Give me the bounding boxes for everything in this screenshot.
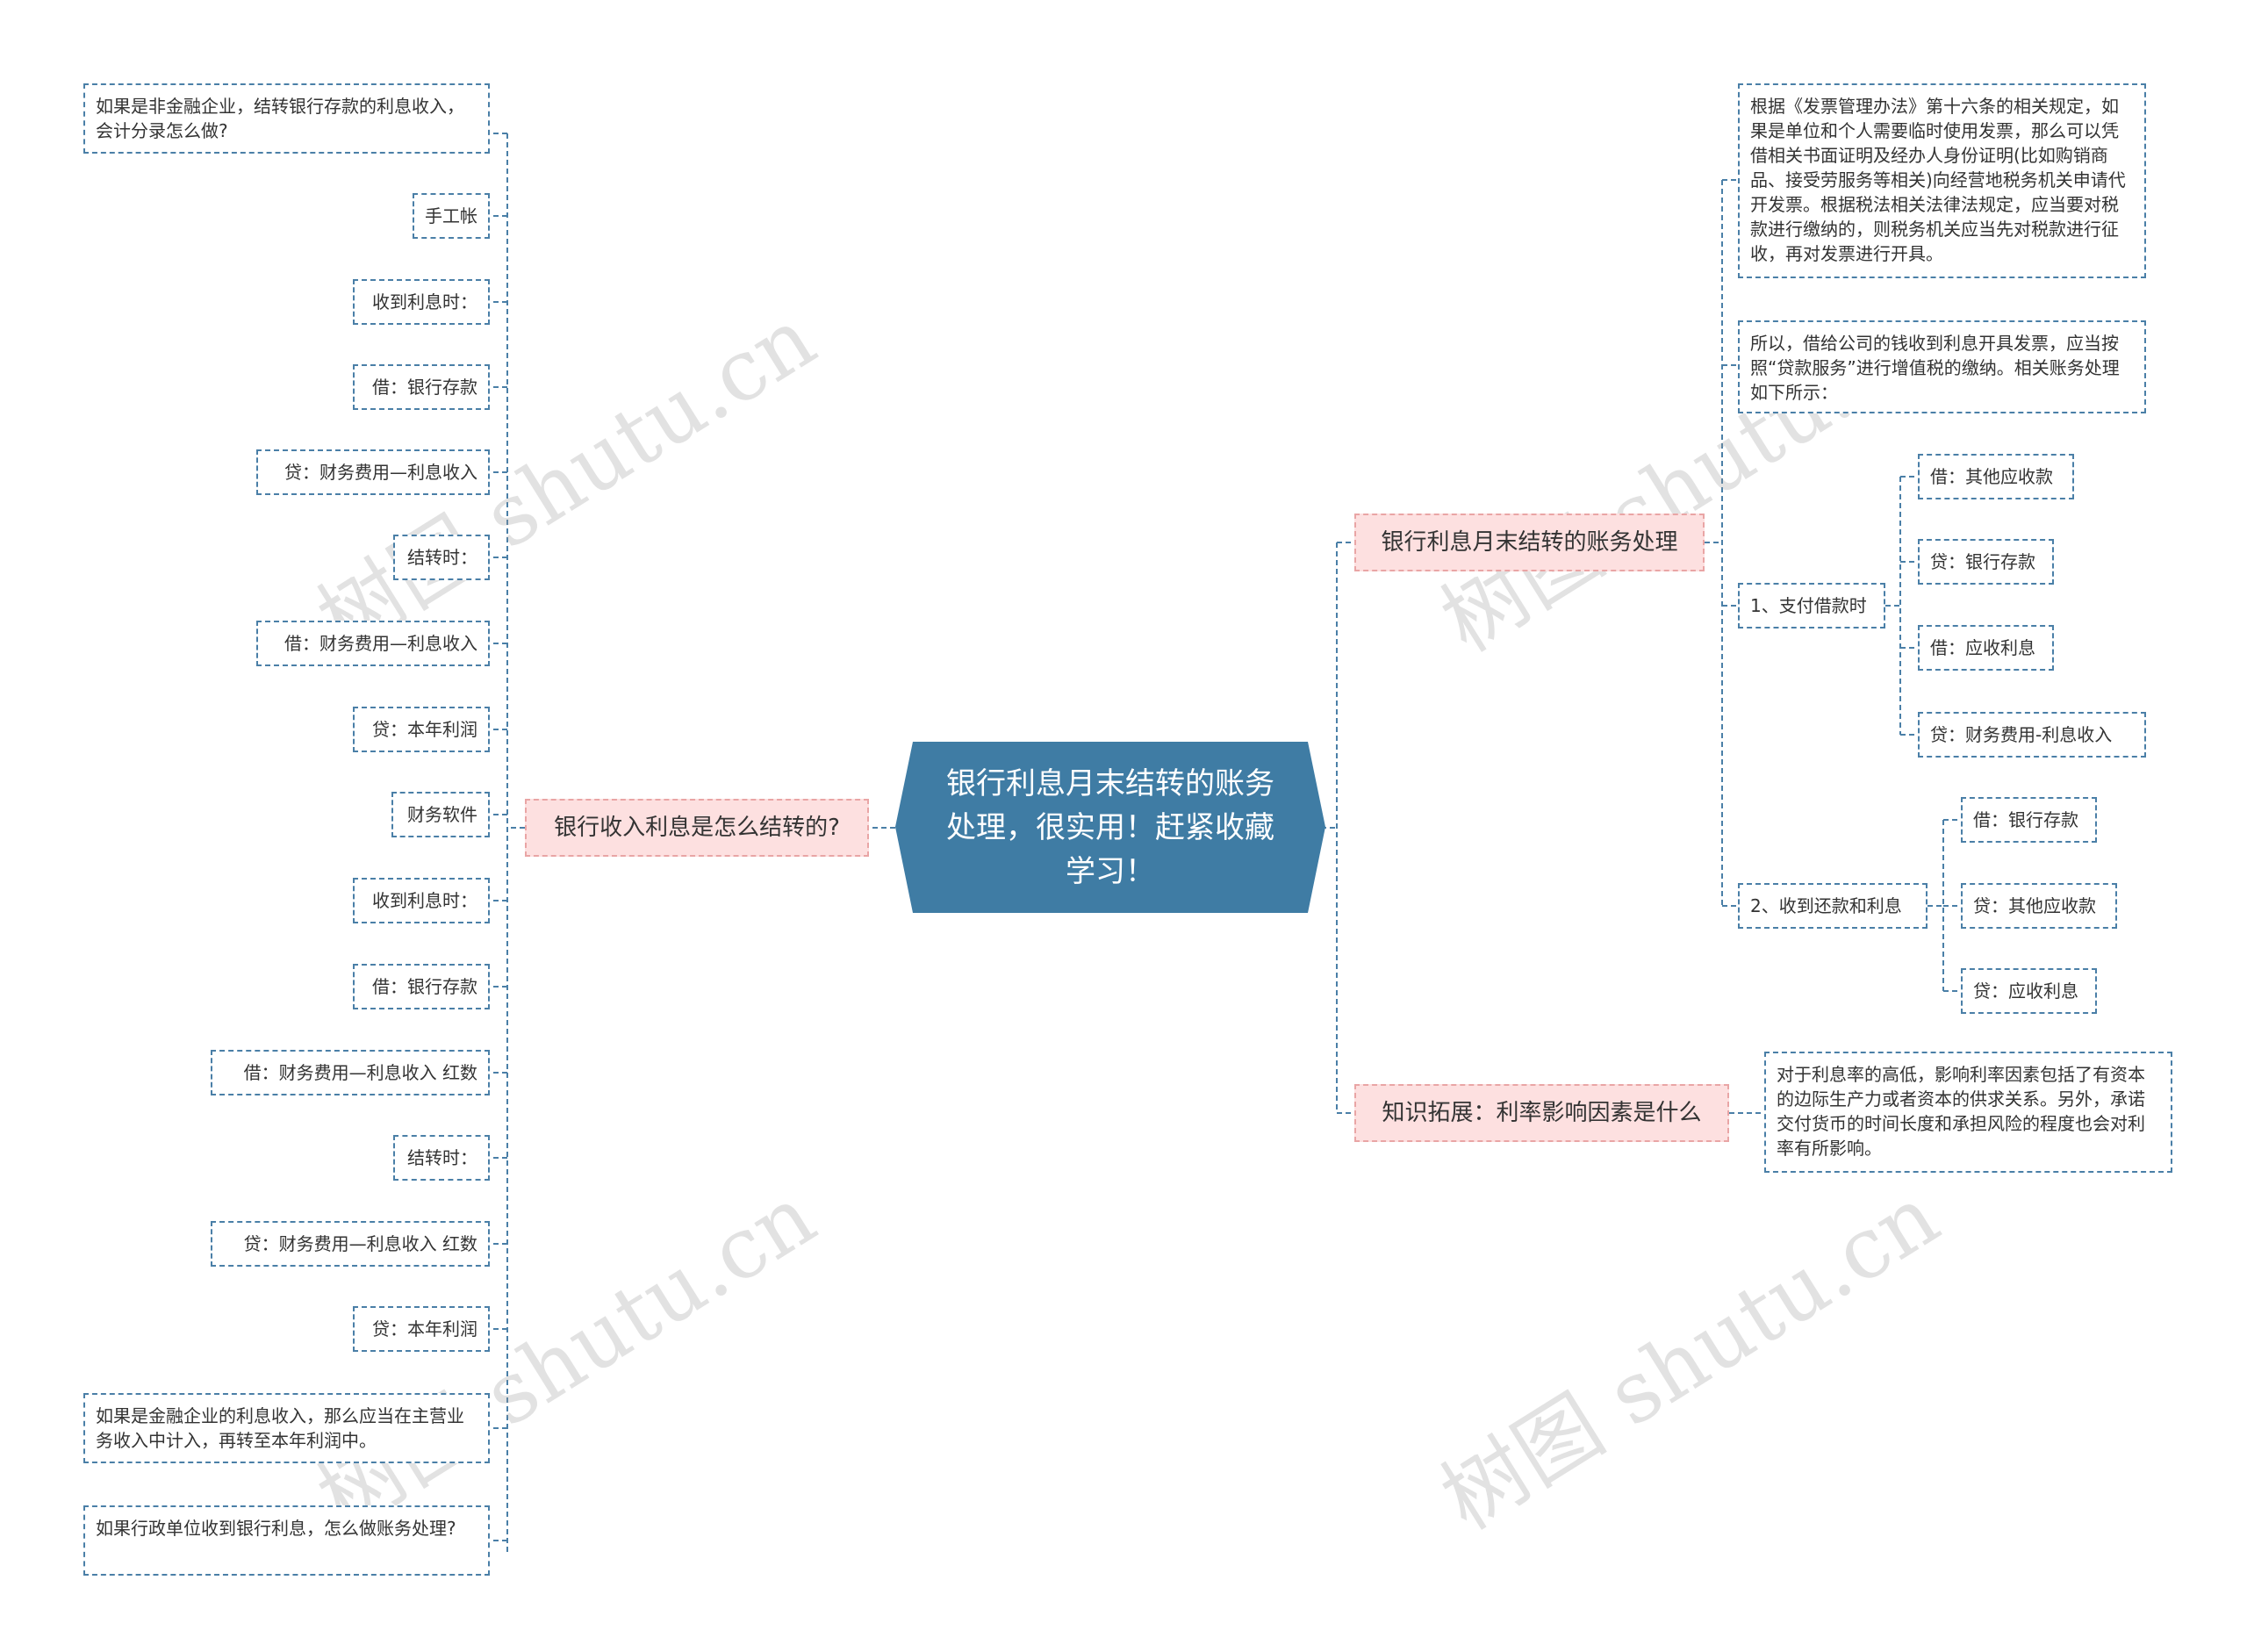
left-leaf[interactable]: 结转时： <box>393 535 490 580</box>
sub1-leaf[interactable]: 贷：银行存款 <box>1918 539 2054 585</box>
note-invoice-rule[interactable]: 根据《发票管理办法》第十六条的相关规定，如果是单位和个人需要临时使用发票，那么可… <box>1738 83 2146 278</box>
left-leaf[interactable]: 结转时： <box>393 1135 490 1181</box>
sub1-leaf[interactable]: 借：其他应收款 <box>1918 454 2074 499</box>
left-leaf[interactable]: 贷：本年利润 <box>353 707 490 752</box>
left-leaf[interactable]: 借：银行存款 <box>353 964 490 1009</box>
left-leaf[interactable]: 收到利息时： <box>353 279 490 325</box>
branch-right-1[interactable]: 银行利息月末结转的账务处理 <box>1354 514 1705 571</box>
left-leaf[interactable]: 借：财务费用—利息收入 <box>256 621 490 666</box>
sub2-leaf[interactable]: 贷：应收利息 <box>1961 968 2097 1014</box>
root-topic[interactable]: 银行利息月末结转的账务处理，很实用！赶紧收藏学习！ <box>895 742 1325 913</box>
left-leaf[interactable]: 手工帐 <box>413 193 490 239</box>
sub1-leaf[interactable]: 借：应收利息 <box>1918 625 2054 671</box>
branch-right-1-label: 银行利息月末结转的账务处理 <box>1381 529 1678 556</box>
left-leaf[interactable]: 财务软件 <box>391 792 490 837</box>
branch-right-2-label: 知识拓展：利率影响因素是什么 <box>1382 1100 1702 1126</box>
left-leaf[interactable]: 贷：财务费用—利息收入 红数 <box>211 1221 490 1267</box>
sub-pay-loan[interactable]: 1、支付借款时 <box>1738 583 1885 628</box>
branch-left-label: 银行收入利息是怎么结转的? <box>554 815 840 841</box>
left-leaf[interactable]: 借：银行存款 <box>353 364 490 410</box>
note-vat-payment[interactable]: 所以，借给公司的钱收到利息开具发票，应当按照“贷款服务”进行增值税的缴纳。相关账… <box>1738 320 2146 413</box>
left-leaf[interactable]: 贷：本年利润 <box>353 1306 490 1352</box>
branch-right-2[interactable]: 知识拓展：利率影响因素是什么 <box>1354 1084 1729 1142</box>
root-title: 银行利息月末结转的账务处理，很实用！赶紧收藏学习！ <box>946 765 1274 889</box>
root-shape <box>895 742 1325 913</box>
note-interest-factors[interactable]: 对于利息率的高低，影响利率因素包括了有资本的边际生产力或者资本的供求关系。另外，… <box>1764 1052 2172 1173</box>
left-leaf[interactable]: 如果行政单位收到银行利息，怎么做账务处理? <box>83 1505 490 1576</box>
sub2-leaf[interactable]: 贷：其他应收款 <box>1961 883 2117 929</box>
left-leaf[interactable]: 借：财务费用—利息收入 红数 <box>211 1050 490 1095</box>
left-leaf[interactable]: 如果是非金融企业，结转银行存款的利息收入，会计分录怎么做? <box>83 83 490 154</box>
left-leaf[interactable]: 收到利息时： <box>353 878 490 923</box>
left-leaf[interactable]: 贷：财务费用—利息收入 <box>256 449 490 495</box>
sub1-leaf[interactable]: 贷：财务费用-利息收入 <box>1918 712 2146 758</box>
branch-left[interactable]: 银行收入利息是怎么结转的? <box>525 799 869 857</box>
sub-receive-repayment[interactable]: 2、收到还款和利息 <box>1738 883 1928 929</box>
left-leaf[interactable]: 如果是金融企业的利息收入，那么应当在主营业务收入中计入，再转至本年利润中。 <box>83 1393 490 1463</box>
sub2-leaf[interactable]: 借：银行存款 <box>1961 797 2097 843</box>
